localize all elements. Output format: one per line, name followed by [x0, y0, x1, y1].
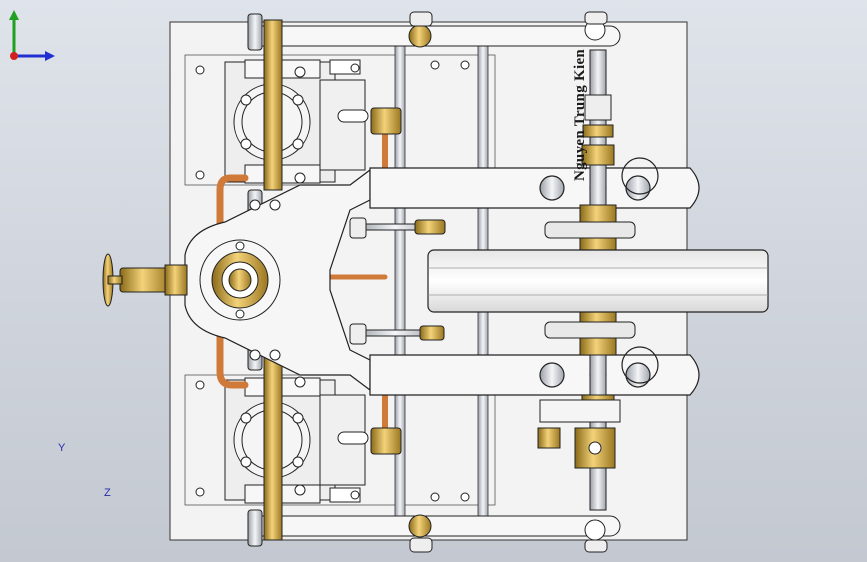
crankshaft	[537, 49, 636, 511]
throttle-valve	[102, 253, 188, 307]
valve-rods	[349, 217, 446, 345]
axis-triad	[9, 10, 55, 61]
x-axis-dot	[10, 52, 18, 60]
cylinder-top	[224, 13, 369, 221]
top-link	[249, 11, 621, 48]
z-axis-label: Z	[104, 487, 111, 499]
pipe-fittings	[370, 107, 402, 455]
y-axis-label: Y	[58, 442, 66, 454]
bottom-link	[249, 514, 621, 553]
flywheel	[427, 249, 769, 313]
cylinder-bottom	[224, 339, 369, 547]
designer-signature: Nguyen Trung Kien	[572, 48, 588, 181]
z-axis-head	[45, 51, 55, 61]
main-bearing	[199, 239, 281, 321]
y-axis-head	[9, 10, 19, 20]
connecting-rod-top	[369, 157, 700, 209]
screws	[249, 60, 440, 502]
